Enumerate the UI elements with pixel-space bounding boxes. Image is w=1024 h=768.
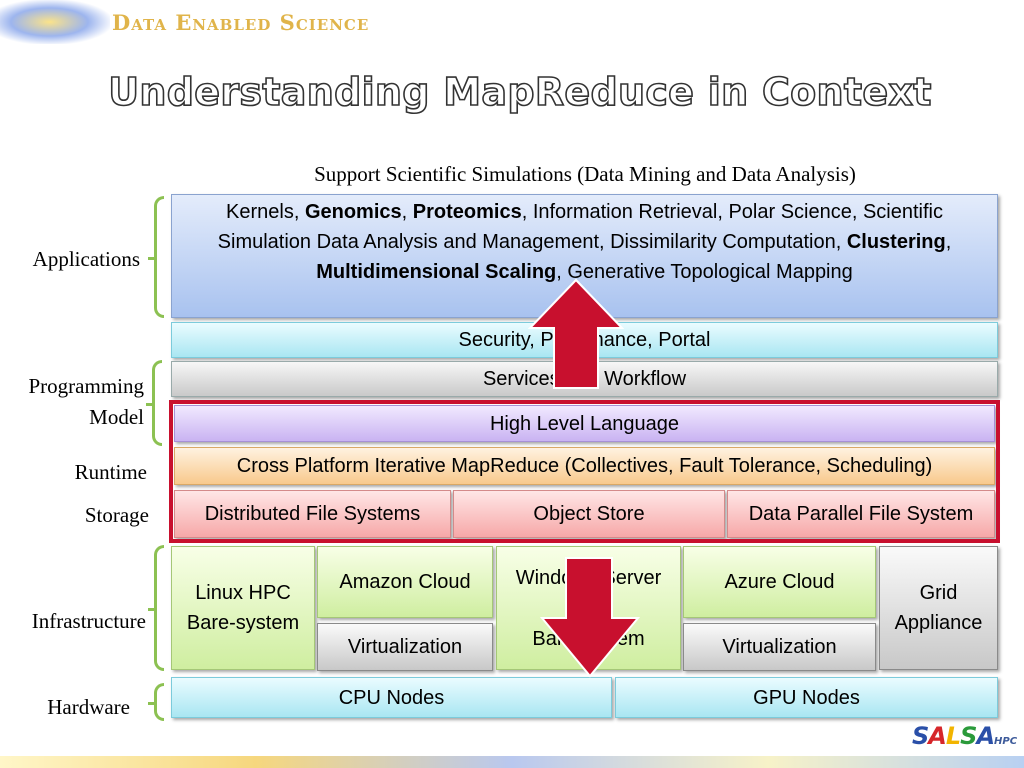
bracket-applications bbox=[148, 196, 164, 318]
brand-header: Data Enabled Science bbox=[112, 10, 370, 35]
label-model: Model bbox=[89, 405, 144, 429]
mapreduce-runtime-layer: Cross Platform Iterative MapReduce (Coll… bbox=[174, 447, 995, 485]
logo-letter-3: L bbox=[945, 722, 961, 750]
down-arrow-icon bbox=[540, 557, 640, 678]
bracket-hardware bbox=[148, 683, 164, 721]
slide-title: Understanding MapReduce in Context bbox=[107, 69, 932, 115]
distributed-fs-box: Distributed File Systems bbox=[174, 490, 451, 538]
virtualization-box-2: Virtualization bbox=[683, 623, 876, 671]
apps-mds: Multidimensional Scaling bbox=[316, 261, 557, 283]
grid-appliance-label: Grid Appliance bbox=[894, 582, 983, 634]
apps-clustering: Clustering bbox=[846, 231, 946, 253]
label-infrastructure: Infrastructure bbox=[31, 609, 146, 633]
logo-letter-2: A bbox=[928, 722, 947, 750]
data-parallel-fs-box: Data Parallel File System bbox=[727, 490, 995, 538]
corner-glow bbox=[0, 0, 110, 44]
slide-subtitle: Support Scientific Simulations (Data Min… bbox=[314, 162, 856, 186]
bracket-infrastructure bbox=[148, 545, 164, 671]
azure-cloud-box: Azure Cloud bbox=[683, 546, 876, 618]
label-storage: Storage bbox=[84, 503, 149, 527]
logo-letter-5: A bbox=[976, 722, 995, 750]
linux-hpc-box: Linux HPC Bare-system bbox=[171, 546, 315, 670]
applications-box: Kernels, Genomics, Proteomics, Informati… bbox=[171, 194, 998, 318]
label-hardware: Hardware bbox=[47, 695, 130, 719]
apps-text-1: Kernels, bbox=[226, 201, 305, 223]
up-arrow-icon bbox=[528, 278, 624, 389]
logo-letter-4: S bbox=[960, 722, 977, 750]
logo-hpc: HPC bbox=[994, 736, 1018, 747]
gpu-nodes-box: GPU Nodes bbox=[615, 677, 998, 718]
bracket-programming bbox=[146, 360, 162, 446]
virtualization-box-1: Virtualization bbox=[317, 623, 493, 671]
apps-text-3: , Information Retrieval, Polar Science, … bbox=[217, 201, 943, 253]
grid-appliance-box: Grid Appliance bbox=[879, 546, 998, 670]
label-applications: Applications bbox=[32, 247, 140, 271]
apps-genomics: Genomics bbox=[304, 201, 402, 223]
apps-text-4: , bbox=[945, 231, 952, 253]
footer-gradient-bar bbox=[0, 756, 1024, 768]
applications-text: Kernels, Genomics, Proteomics, Informati… bbox=[186, 197, 983, 287]
object-store-box: Object Store bbox=[453, 490, 725, 538]
linux-hpc-label: Linux HPC Bare-system bbox=[186, 582, 300, 634]
cpu-nodes-box: CPU Nodes bbox=[171, 677, 612, 718]
label-programming: Programming bbox=[28, 374, 145, 398]
mapreduce-highlight-frame bbox=[169, 400, 1000, 543]
logo-letter-1: S bbox=[912, 722, 929, 750]
salsa-hpc-logo: SALSAHPC bbox=[912, 722, 1017, 750]
label-runtime: Runtime bbox=[74, 460, 147, 484]
apps-text-2: , bbox=[401, 201, 413, 223]
amazon-cloud-box: Amazon Cloud bbox=[317, 546, 493, 618]
high-level-language-layer: High Level Language bbox=[174, 405, 995, 442]
apps-proteomics: Proteomics bbox=[412, 201, 522, 223]
label-programming-model: Programming Model bbox=[0, 371, 145, 433]
apps-text-5: , Generative Topological Mapping bbox=[556, 261, 853, 283]
